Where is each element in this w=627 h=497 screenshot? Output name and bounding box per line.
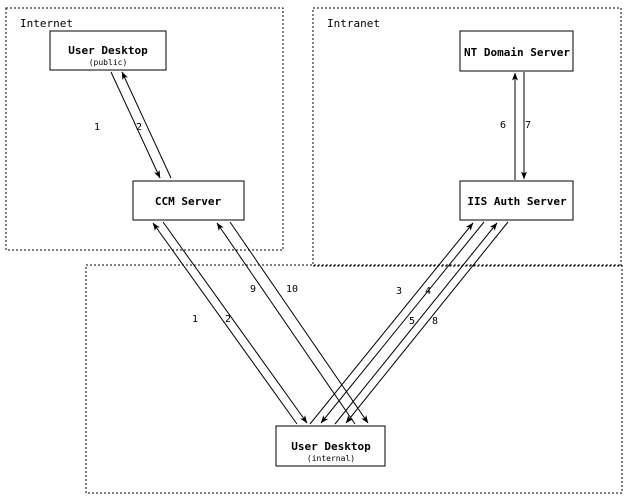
edge-2-int-label: 2 xyxy=(225,314,231,325)
node-iis-auth-server-box[interactable] xyxy=(459,180,574,221)
node-iis-auth-server-title: IIS Auth Server xyxy=(467,195,567,208)
zone-internet-border xyxy=(5,7,284,251)
edge-10: 10 xyxy=(229,221,369,424)
zone-intranet: Intranet xyxy=(312,7,622,267)
edge-7: 7 xyxy=(521,72,531,180)
node-ccm-server[interactable]: CCM Server xyxy=(132,180,245,221)
edge-3: 3 xyxy=(309,222,474,425)
edge-1-int: 1 xyxy=(152,222,298,425)
edge-1-public-label: 1 xyxy=(94,122,100,133)
edge-5: 5 xyxy=(334,222,498,425)
edge-7-label: 7 xyxy=(525,120,531,131)
node-ccm-server-box[interactable] xyxy=(132,180,245,221)
node-user-desktop-public-subtitle: (public) xyxy=(89,58,128,67)
edge-9-label: 9 xyxy=(250,284,256,295)
edge-1-public: 1 xyxy=(94,71,161,179)
node-iis-auth-server[interactable]: IIS Auth Server xyxy=(459,180,574,221)
node-user-desktop-public-box[interactable] xyxy=(49,30,167,71)
edge-2-public: 2 xyxy=(121,71,172,179)
edge-4-label: 4 xyxy=(425,286,431,297)
node-ccm-server-title: CCM Server xyxy=(155,195,222,208)
edge-4: 4 xyxy=(320,221,485,424)
edge-8-label: 8 xyxy=(432,316,438,327)
node-user-desktop-internal[interactable]: User Desktop (internal) xyxy=(275,425,386,467)
edge-5-label: 5 xyxy=(409,316,415,327)
edge-6: 6 xyxy=(500,72,518,180)
edge-3-label: 3 xyxy=(396,286,402,297)
node-user-desktop-internal-title: User Desktop xyxy=(291,440,371,453)
edge-6-label: 6 xyxy=(500,120,506,131)
edge-2-int: 2 xyxy=(162,221,308,424)
zone-internet-label: Internet xyxy=(20,17,73,30)
edge-9: 9 xyxy=(216,222,356,425)
node-nt-domain-server-title: NT Domain Server xyxy=(464,46,570,59)
node-nt-domain-server[interactable]: NT Domain Server xyxy=(459,30,574,72)
edge-2-public-label: 2 xyxy=(136,122,142,133)
node-user-desktop-public[interactable]: User Desktop (public) xyxy=(49,30,167,71)
node-user-desktop-public-title: User Desktop xyxy=(68,44,148,57)
node-user-desktop-internal-subtitle: (internal) xyxy=(307,454,355,463)
zone-internet: Internet xyxy=(5,7,284,251)
zone-intranet-border xyxy=(312,7,622,267)
node-nt-domain-server-box[interactable] xyxy=(459,30,574,72)
edge-8: 8 xyxy=(345,221,509,424)
zone-intranet-label: Intranet xyxy=(327,17,380,30)
zone-internal xyxy=(85,264,623,494)
node-user-desktop-internal-box[interactable] xyxy=(275,425,386,467)
zone-internal-border xyxy=(85,264,623,494)
edge-10-label: 10 xyxy=(286,284,298,295)
edge-1-int-label: 1 xyxy=(192,314,198,325)
